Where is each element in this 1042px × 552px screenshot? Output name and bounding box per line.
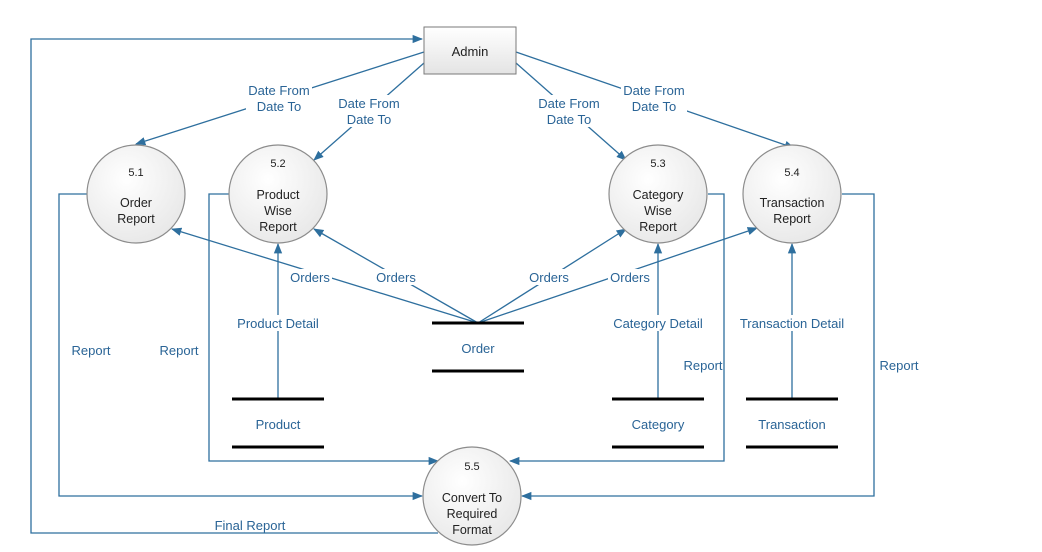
label-date-to: Date To: [347, 112, 392, 127]
label-report-5-4: Report: [879, 358, 918, 373]
process-label-line: Transaction: [760, 196, 825, 210]
process-label-line: Wise: [264, 204, 292, 218]
process-label-line: Report: [773, 212, 811, 226]
label-date-from: Date From: [623, 83, 684, 98]
process-label-line: Category: [633, 188, 684, 202]
process-label-line: Required: [447, 507, 498, 521]
store-order[interactable]: Order: [432, 321, 524, 373]
process-label-line: Convert To: [442, 491, 502, 505]
label-report-5-2: Report: [159, 343, 198, 358]
store-transaction[interactable]: Transaction: [746, 397, 838, 449]
label-final-report: Final Report: [215, 518, 286, 533]
label-orders-5-2: Orders: [376, 270, 416, 285]
process-5-4[interactable]: 5.4 Transaction Report: [742, 144, 842, 244]
store-category[interactable]: Category: [612, 397, 704, 449]
flow-report-5-1: [58, 193, 424, 501]
label-date-5-3: Date From Date To: [536, 95, 602, 127]
label-product-detail: Product Detail: [237, 316, 319, 331]
process-label-line: Report: [259, 220, 297, 234]
label-report-5-3: Report: [683, 358, 722, 373]
label-orders-5-1: Orders: [290, 270, 330, 285]
store-transaction-label: Transaction: [758, 417, 825, 432]
process-label-line: Report: [639, 220, 677, 234]
label-transaction-detail: Transaction Detail: [740, 316, 844, 331]
process-number: 5.3: [650, 158, 665, 170]
flow-final-report: [30, 34, 438, 534]
process-label-line: Report: [117, 212, 155, 226]
store-order-label: Order: [461, 341, 495, 356]
store-product-label: Product: [256, 417, 301, 432]
process-label-line: Order: [120, 196, 152, 210]
process-number: 5.4: [784, 167, 799, 179]
process-label-line: Wise: [644, 204, 672, 218]
entity-admin[interactable]: Admin: [423, 26, 517, 75]
process-number: 5.2: [270, 158, 285, 170]
flow-report-5-4: [520, 193, 875, 501]
store-category-label: Category: [632, 417, 685, 432]
label-category-detail: Category Detail: [613, 316, 703, 331]
label-date-from: Date From: [338, 96, 399, 111]
label-date-5-4: Date From Date To: [621, 82, 687, 114]
entity-admin-label: Admin: [452, 44, 489, 59]
flow-report-5-3: [508, 193, 725, 466]
label-date-to: Date To: [632, 99, 677, 114]
label-details-group: Product Detail Category Detail Transacti…: [235, 315, 846, 331]
label-date-to: Date To: [257, 99, 302, 114]
store-product[interactable]: Product: [232, 397, 324, 449]
label-date-from: Date From: [538, 96, 599, 111]
label-orders-group: Orders Orders Orders Orders: [288, 269, 652, 285]
label-report-5-1: Report: [71, 343, 110, 358]
process-5-2[interactable]: 5.2 Product Wise Report: [228, 144, 328, 244]
label-date-5-1: Date From Date To: [246, 82, 312, 114]
flow-report-5-2: [208, 193, 440, 466]
label-orders-5-4: Orders: [610, 270, 650, 285]
process-5-1[interactable]: 5.1 Order Report: [86, 144, 186, 244]
process-label-line: Format: [452, 523, 492, 537]
label-reports-group: Report Report Report Report Final Report: [71, 343, 918, 533]
process-number: 5.5: [464, 461, 479, 473]
label-date-5-2: Date From Date To: [336, 95, 402, 127]
process-5-5[interactable]: 5.5 Convert To Required Format: [422, 446, 522, 546]
process-5-3[interactable]: 5.3 Category Wise Report: [608, 144, 708, 244]
process-number: 5.1: [128, 167, 143, 179]
label-date-to: Date To: [547, 112, 592, 127]
label-orders-5-3: Orders: [529, 270, 569, 285]
process-label-line: Product: [256, 188, 300, 202]
label-date-from: Date From: [248, 83, 309, 98]
